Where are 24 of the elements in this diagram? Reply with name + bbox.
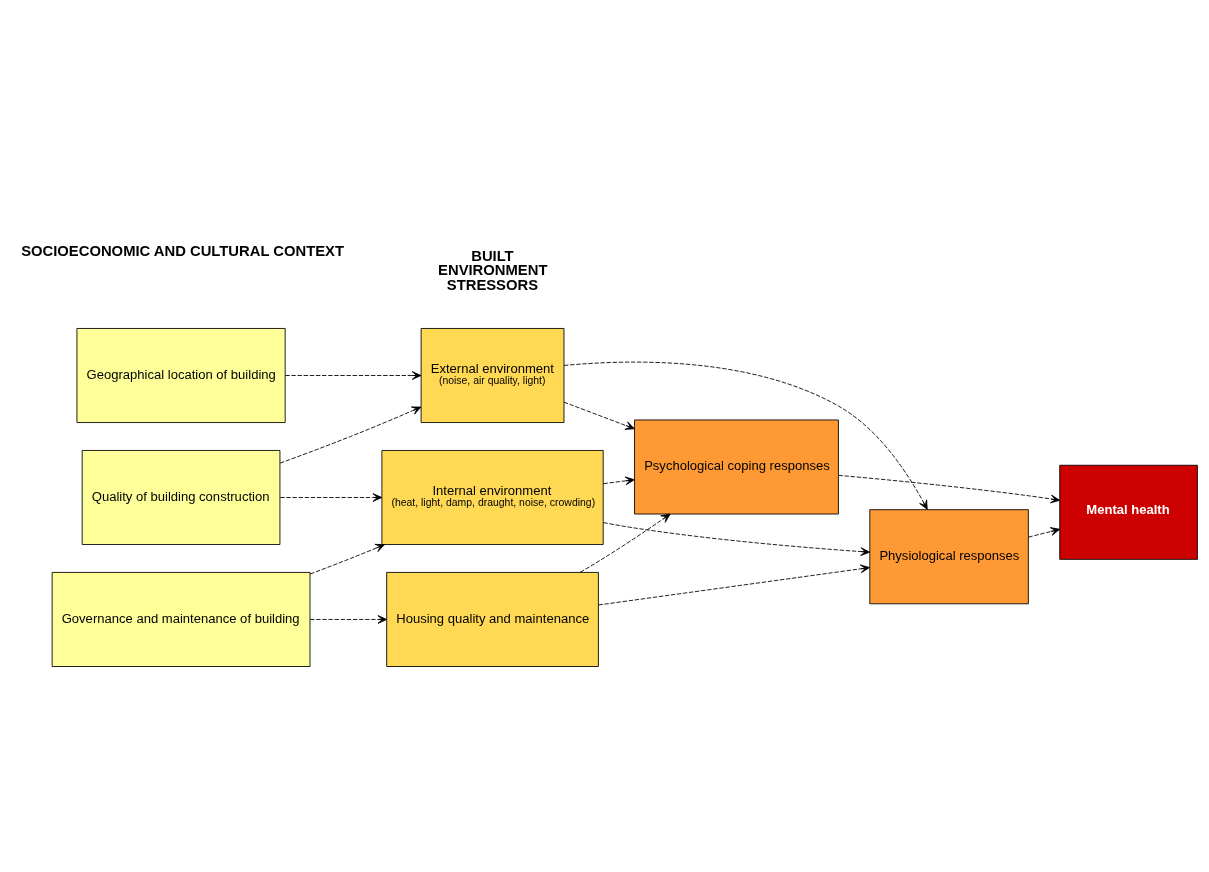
arrow bbox=[563, 401, 635, 430]
label: BUILT ENVIRONMENT STRESSORS bbox=[438, 247, 548, 293]
node-box: Quality of building construction bbox=[81, 449, 281, 545]
node-box: Psychological coping responses bbox=[634, 419, 839, 514]
arrow bbox=[309, 614, 388, 624]
node-box: Geographical location of building bbox=[76, 327, 286, 423]
arrow bbox=[309, 543, 385, 574]
arrow bbox=[1028, 526, 1061, 538]
node-box: Internal environment (heat, light, damp, draught, noise, crowding) bbox=[381, 449, 604, 545]
node-box: Housing quality and maintenance bbox=[386, 571, 599, 667]
label: SOCIOECONOMIC AND CULTURAL CONTEXT bbox=[21, 242, 344, 259]
arrow bbox=[838, 474, 1061, 503]
node-box: Physiological responses bbox=[869, 508, 1029, 604]
arrow bbox=[285, 370, 422, 380]
node-box: External environment (noise, air quality, light) bbox=[420, 327, 565, 423]
arrow bbox=[598, 563, 870, 605]
node-box: Governance and maintenance of building bbox=[51, 571, 311, 667]
arrow bbox=[579, 513, 671, 573]
node-box: Mental health bbox=[1059, 464, 1198, 560]
arrow bbox=[603, 476, 635, 485]
arrow bbox=[602, 521, 870, 556]
arrow bbox=[279, 406, 422, 464]
arrow bbox=[563, 361, 928, 510]
arrow bbox=[279, 492, 383, 502]
